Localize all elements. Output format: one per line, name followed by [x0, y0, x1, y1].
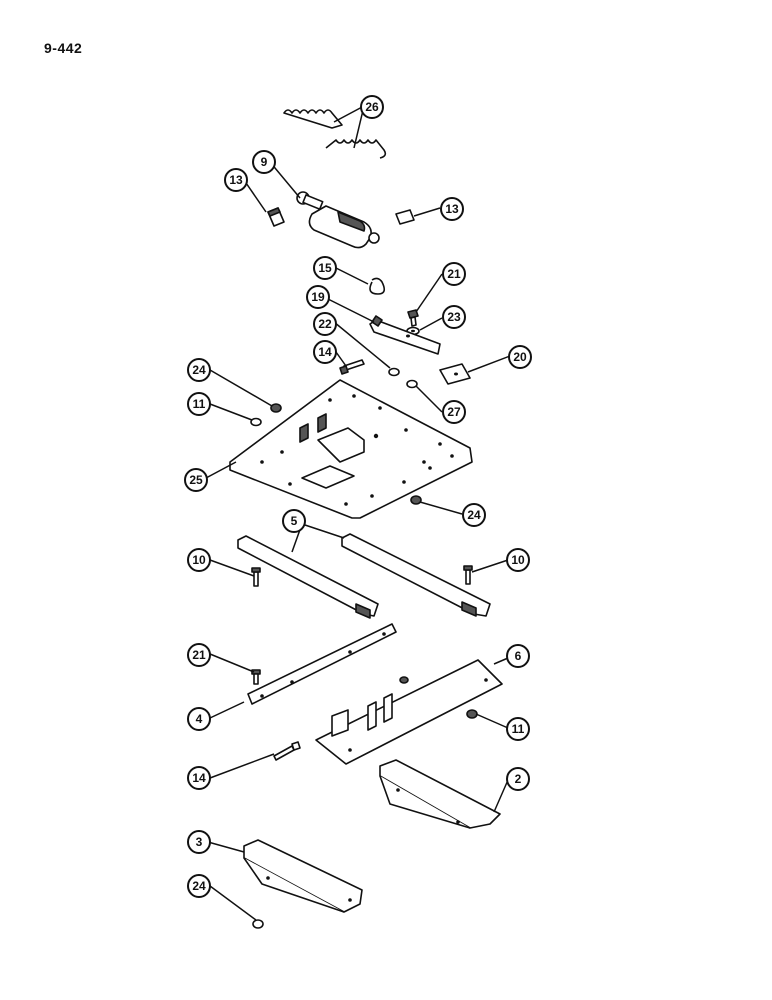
svg-text:15: 15	[318, 261, 332, 275]
callout-15: 15	[313, 256, 337, 280]
callout-24: 24	[187, 358, 211, 382]
svg-text:3: 3	[196, 835, 203, 849]
spring-part-26b	[325, 139, 387, 159]
callout-21: 21	[442, 262, 466, 286]
svg-text:5: 5	[291, 514, 298, 528]
callout-19: 19	[306, 285, 330, 309]
callout-24: 24	[462, 503, 486, 527]
callout-9: 9	[252, 150, 276, 174]
rail-part-5a	[237, 535, 379, 619]
callout-13: 13	[440, 197, 464, 221]
pin-part-14b	[273, 741, 301, 761]
svg-text:20: 20	[513, 350, 527, 364]
svg-text:24: 24	[192, 363, 206, 377]
svg-text:13: 13	[229, 173, 243, 187]
bracket-part-2	[379, 759, 501, 829]
lever-part-19	[369, 315, 441, 355]
bolt-part-13a	[267, 207, 285, 227]
page-number: 9-442	[44, 40, 83, 56]
callout-6: 6	[506, 644, 530, 668]
svg-text:21: 21	[447, 267, 461, 281]
washer-part-27	[406, 379, 418, 389]
spring-part-26a	[283, 109, 343, 129]
nut-part-24a	[270, 403, 282, 413]
svg-text:13: 13	[445, 202, 459, 216]
rail-part-5b	[341, 533, 491, 617]
pin-part-14a	[339, 359, 365, 375]
svg-text:11: 11	[193, 397, 206, 411]
callout-21: 21	[187, 643, 211, 667]
nut-part-24b	[410, 495, 422, 505]
callout-3: 3	[187, 830, 211, 854]
svg-text:23: 23	[447, 310, 461, 324]
callout-23: 23	[442, 305, 466, 329]
callout-26: 26	[360, 95, 384, 119]
svg-text:19: 19	[311, 290, 325, 304]
plate-part-20	[439, 363, 471, 385]
callout-4: 4	[187, 707, 211, 731]
bar-part-4	[247, 623, 397, 705]
svg-text:6: 6	[515, 649, 522, 663]
damper-part-9	[296, 191, 380, 249]
clip-part-15	[369, 277, 386, 295]
leader-lines	[205, 105, 511, 921]
callout-5: 5	[282, 509, 306, 533]
svg-text:4: 4	[196, 712, 203, 726]
callout-22: 22	[313, 312, 337, 336]
plate-part-25	[229, 379, 473, 519]
callout-10: 10	[187, 548, 211, 572]
bolt-part-13b	[395, 209, 415, 225]
bolt-part-10a	[251, 567, 261, 587]
callout-13: 13	[224, 168, 248, 192]
callout-14: 14	[313, 340, 337, 364]
nut-part-11a	[250, 417, 262, 427]
svg-text:14: 14	[318, 345, 332, 359]
svg-text:10: 10	[511, 553, 525, 567]
nut-part-24c	[252, 919, 264, 929]
svg-text:26: 26	[365, 100, 379, 114]
svg-text:24: 24	[467, 508, 481, 522]
svg-text:24: 24	[192, 879, 206, 893]
svg-text:2: 2	[515, 772, 522, 786]
callout-11: 11	[187, 392, 211, 416]
bolt-part-21b	[251, 669, 261, 685]
callout-25: 25	[184, 468, 208, 492]
svg-text:25: 25	[189, 473, 203, 487]
callout-10: 10	[506, 548, 530, 572]
svg-text:21: 21	[192, 648, 206, 662]
bolt-part-10b	[463, 565, 473, 585]
plate-part-6	[315, 659, 503, 765]
callout-14: 14	[187, 766, 211, 790]
callout-27: 27	[442, 400, 466, 424]
svg-text:11: 11	[512, 722, 525, 736]
callout-20: 20	[508, 345, 532, 369]
bolt-part-21a	[407, 309, 419, 327]
svg-text:9: 9	[261, 155, 268, 169]
svg-text:10: 10	[192, 553, 206, 567]
nut-part-22	[388, 367, 400, 377]
svg-text:22: 22	[318, 317, 332, 331]
svg-text:27: 27	[447, 405, 461, 419]
callout-24: 24	[187, 874, 211, 898]
nut-part-11b	[466, 709, 478, 719]
bracket-part-3	[243, 839, 363, 913]
callout-11: 11	[506, 717, 530, 741]
callout-2: 2	[506, 767, 530, 791]
svg-text:14: 14	[192, 771, 206, 785]
